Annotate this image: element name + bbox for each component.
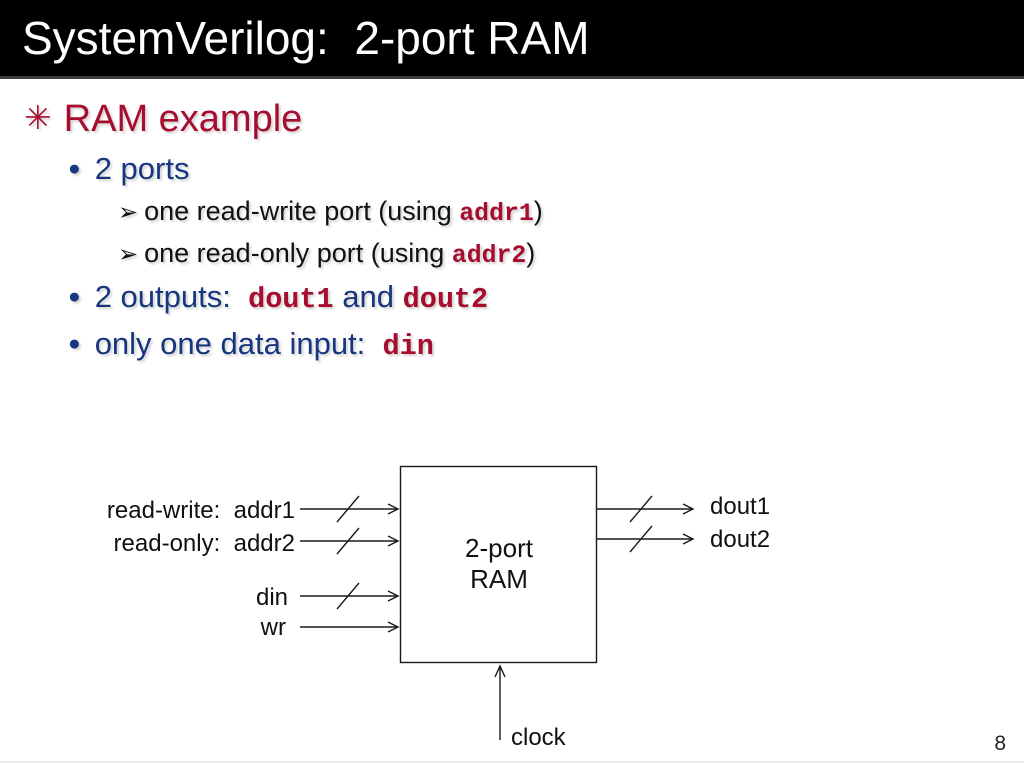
title-bar: SystemVerilog: 2-port RAM bbox=[0, 0, 1024, 79]
circle-bullet-icon: ● bbox=[68, 285, 81, 308]
label-din: din bbox=[255, 584, 288, 611]
bullet-text: only one data input: bbox=[94, 326, 383, 361]
circle-bullet-icon: ● bbox=[68, 332, 81, 355]
bottom-rule bbox=[0, 761, 1024, 763]
label-addr2: read-only: addr2 bbox=[113, 530, 295, 557]
label-clock: clock bbox=[511, 724, 566, 751]
page-number: 8 bbox=[994, 732, 1006, 755]
code-addr2: addr2 bbox=[451, 242, 527, 270]
bullet-read-write-port: ➢ one read-write port (using addr1 ) bbox=[118, 196, 543, 228]
bullet-text: 2 ports bbox=[94, 151, 190, 186]
code-dout2: dout2 bbox=[402, 283, 489, 316]
bullet-text: ) bbox=[526, 238, 536, 268]
label-addr1: read-write: addr1 bbox=[106, 497, 295, 524]
bullet-ram-example: ✳ RAM example bbox=[24, 98, 302, 141]
bullet-text: and bbox=[333, 279, 403, 314]
label-wr: wr bbox=[260, 614, 286, 641]
ram-box-label: 2-port RAM bbox=[401, 533, 597, 595]
ram-box-label-line1: 2-port bbox=[465, 533, 533, 563]
label-dout1: dout1 bbox=[710, 493, 771, 520]
asterisk-bullet-icon: ✳ bbox=[24, 99, 52, 136]
bullet-text: one read-write port (using bbox=[144, 196, 460, 226]
circle-bullet-icon: ● bbox=[68, 157, 81, 180]
ram-box-label-line2: RAM bbox=[470, 564, 528, 594]
bullet-2-outputs: ● 2 outputs: dout1 and dout2 bbox=[68, 279, 488, 316]
code-addr1: addr1 bbox=[459, 200, 534, 228]
bullet-text: RAM example bbox=[63, 98, 303, 140]
bullet-text: one read-only port (using bbox=[144, 238, 452, 268]
arrowhead-bullet-icon: ➢ bbox=[118, 241, 139, 268]
slide-title: SystemVerilog: 2-port RAM bbox=[22, 12, 590, 64]
code-din: din bbox=[382, 330, 434, 363]
bullet-read-only-port: ➢ one read-only port (using addr2 ) bbox=[118, 238, 535, 270]
bullet-data-input: ● only one data input: din bbox=[68, 326, 434, 363]
bullet-2-ports: ● 2 ports bbox=[68, 151, 189, 187]
bullet-text: 2 outputs: bbox=[94, 279, 249, 314]
ram-box bbox=[399, 465, 598, 664]
label-dout2: dout2 bbox=[710, 526, 771, 553]
code-dout1: dout1 bbox=[248, 283, 334, 316]
bullet-text: ) bbox=[533, 196, 543, 226]
arrowhead-bullet-icon: ➢ bbox=[118, 199, 139, 226]
